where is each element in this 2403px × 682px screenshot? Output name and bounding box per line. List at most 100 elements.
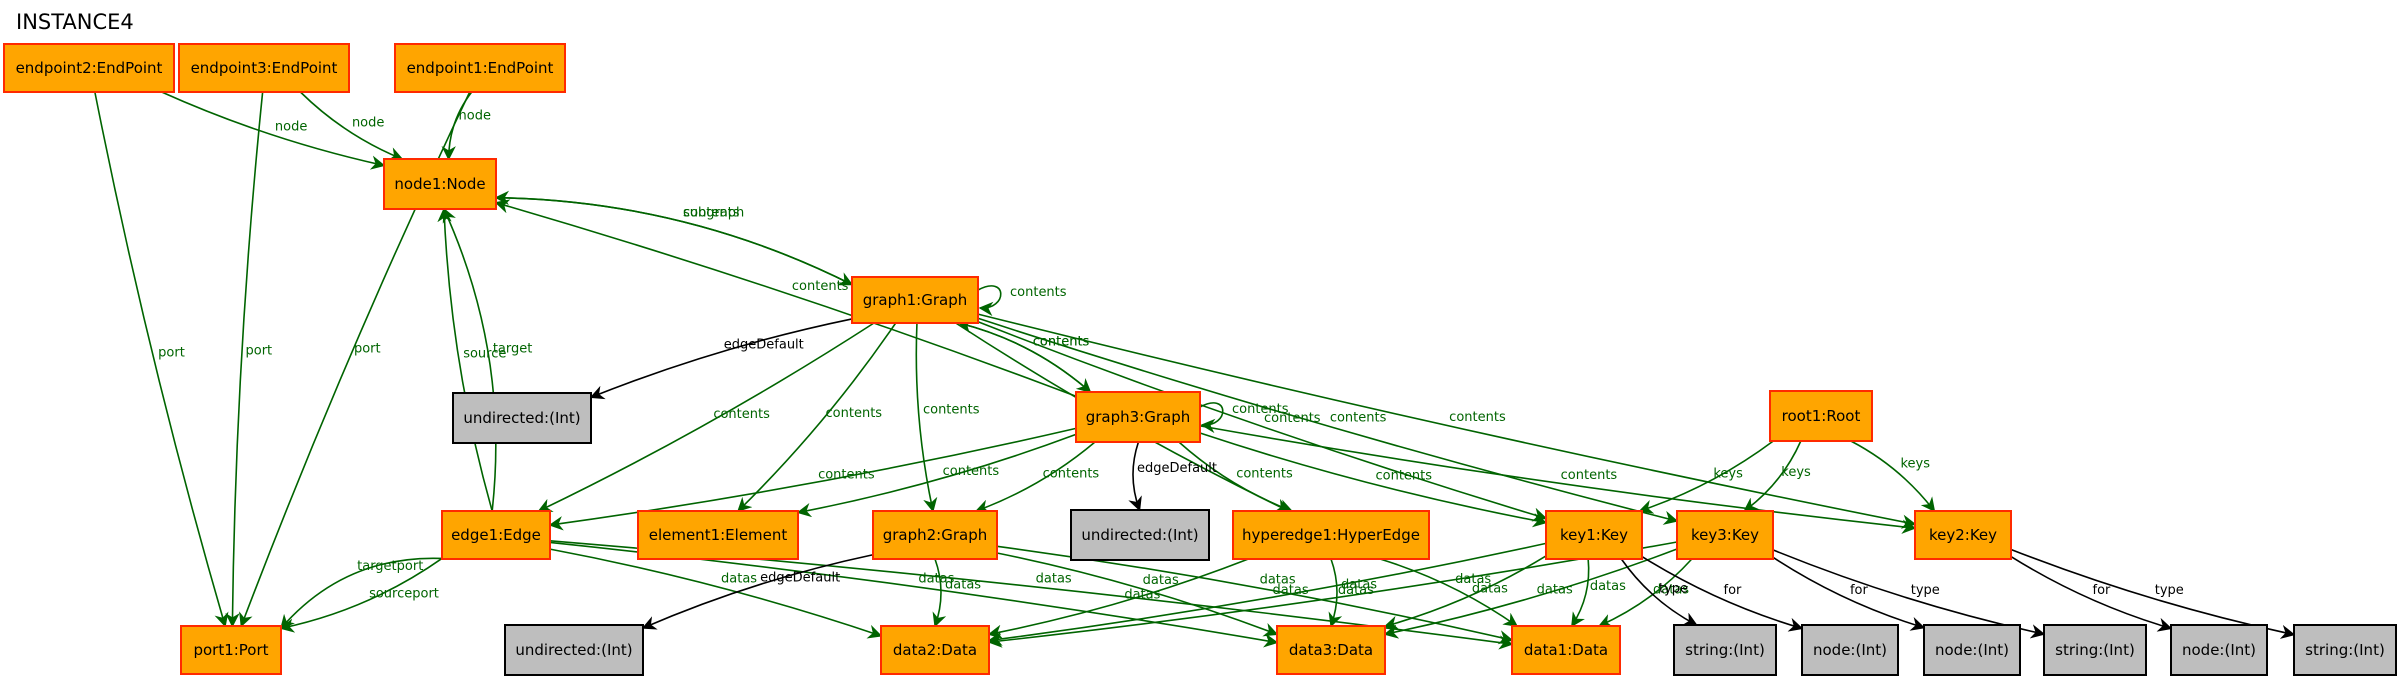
node-nodeint2[interactable]: node:(Int) [1923,624,2021,676]
edge-label-1: node [352,116,384,131]
edge-label-0: node [275,119,307,134]
edge-graph3-key2-27 [1199,425,1917,534]
edge-graph1-edge1-14 [537,322,875,512]
edge-endpoint2-node1-0 [161,91,386,170]
node-label-nodeint3: node:(Int) [2182,641,2256,659]
edge-node1-graph1-6 [495,196,854,286]
node-endpoint2[interactable]: endpoint2:EndPoint [3,43,175,93]
edge-label-28: keys [1713,466,1743,481]
edge-label-16: contents [923,403,980,418]
node-endpoint1[interactable]: endpoint1:EndPoint [394,43,566,93]
edge-label-32: target [493,342,533,357]
node-label-data3: data3:Data [1289,641,1373,659]
edge-label-45: datas [1273,583,1309,598]
node-node1[interactable]: node1:Node [383,158,497,210]
node-nodeint1[interactable]: node:(Int) [1801,624,1899,676]
edge-label-14: contents [713,407,770,422]
node-graph3[interactable]: graph3:Graph [1075,391,1201,443]
node-graph1[interactable]: graph1:Graph [851,276,979,324]
edge-label-5: port [354,342,381,357]
edge-key1-data3-46 [1383,555,1547,630]
node-label-key3: key3:Key [1691,526,1759,544]
node-label-key1: key1:Key [1560,526,1628,544]
node-data3[interactable]: data3:Data [1276,625,1386,675]
edge-label-51: type [1659,582,1688,597]
node-box-key1 [1545,510,1643,560]
edge-key3-data1-50 [1597,558,1693,628]
node-box-data1 [1511,625,1621,675]
node-key1[interactable]: key1:Key [1545,510,1643,560]
node-box-string1 [1673,624,1777,676]
edge-label-42: datas [1124,587,1160,602]
node-data2[interactable]: data2:Data [880,625,990,675]
node-label-key2: key2:Key [1929,526,1997,544]
edge-label-48: datas [1338,583,1374,598]
edge-root1-key2-30 [1850,440,1936,513]
edge-graph3-node1-8 [494,199,1077,398]
node-undirected2[interactable]: undirected:(Int) [1070,509,1210,561]
node-string2[interactable]: string:(Int) [2043,624,2147,676]
node-box-element1 [637,510,799,560]
edge-key3-nodeint2-53 [1772,556,1926,631]
edge-label-9: contents [1010,285,1067,300]
edge-graph3-graph2-23 [974,441,1096,514]
edge-root1-key1-28 [1638,440,1774,514]
node-box-node1 [383,158,497,210]
node-box-string3 [2293,624,2397,676]
edge-graph1-key2-20 [977,313,1917,529]
node-graph2[interactable]: graph2:Graph [872,510,998,560]
node-port1[interactable]: port1:Port [180,625,282,675]
node-box-undirected2 [1070,509,1210,561]
edge-label-30: keys [1900,456,1930,471]
node-label-nodeint1: node:(Int) [1813,641,1887,659]
edge-label-35: datas [721,572,757,587]
node-box-data2 [880,625,990,675]
edge-graph3-element1-22 [796,433,1077,518]
edge-label-41: datas [1260,572,1296,587]
edge-key3-data3-49 [1383,548,1678,639]
edge-label-8: contents [792,279,849,294]
edge-key3-string2-54 [1772,549,2046,639]
node-label-element1: element1:Element [649,526,788,544]
edge-label-37: datas [1036,572,1072,587]
node-label-graph1: graph1:Graph [863,291,968,309]
node-element1[interactable]: element1:Element [637,510,799,560]
edge-label-52: for [1724,583,1743,598]
edge-graph2-data1-41 [996,545,1514,645]
edge-label-6: subgraph [683,206,744,221]
node-edge1[interactable]: edge1:Edge [441,510,551,560]
node-undirected3[interactable]: undirected:(Int) [504,624,644,676]
node-data1[interactable]: data1:Data [1511,625,1621,675]
node-endpoint3[interactable]: endpoint3:EndPoint [178,43,350,93]
edge-edge1-data2-35 [549,548,883,639]
edge-hyperedge1-data2-42 [987,558,1249,639]
edge-label-53: for [1850,583,1869,598]
node-label-endpoint3: endpoint3:EndPoint [191,59,338,77]
edge-label-50: datas [1653,582,1689,597]
edge-label-7: contents [683,206,740,221]
node-string1[interactable]: string:(Int) [1673,624,1777,676]
node-hyperedge1[interactable]: hyperedge1:HyperEdge [1232,510,1430,560]
node-nodeint3[interactable]: node:(Int) [2170,624,2268,676]
edge-label-33: sourceport [369,587,439,602]
node-key3[interactable]: key3:Key [1676,510,1774,560]
node-label-string1: string:(Int) [1685,641,1765,659]
node-label-undirected1: undirected:(Int) [463,409,580,427]
node-undirected1[interactable]: undirected:(Int) [452,392,592,444]
edge-label-21: contents [818,468,875,483]
node-key2[interactable]: key2:Key [1914,510,2012,560]
node-label-graph3: graph3:Graph [1086,408,1191,426]
node-string3[interactable]: string:(Int) [2293,624,2397,676]
node-box-key3 [1676,510,1774,560]
edge-label-36: datas [918,572,954,587]
node-label-data2: data2:Data [893,641,977,659]
edge-endpoint3-port1-4 [225,91,264,628]
edge-endpoint1-node1-2 [441,91,473,161]
node-root1[interactable]: root1:Root [1769,390,1873,442]
edge-label-44: datas [1455,572,1491,587]
edge-graph2-data2-39 [932,558,947,628]
node-label-hyperedge1: hyperedge1:HyperEdge [1242,526,1420,544]
edge-label-4: port [246,344,273,359]
edge-graph1-graph1-9 [977,285,1002,317]
edge-graph3-undirected2-24 [1128,441,1142,512]
